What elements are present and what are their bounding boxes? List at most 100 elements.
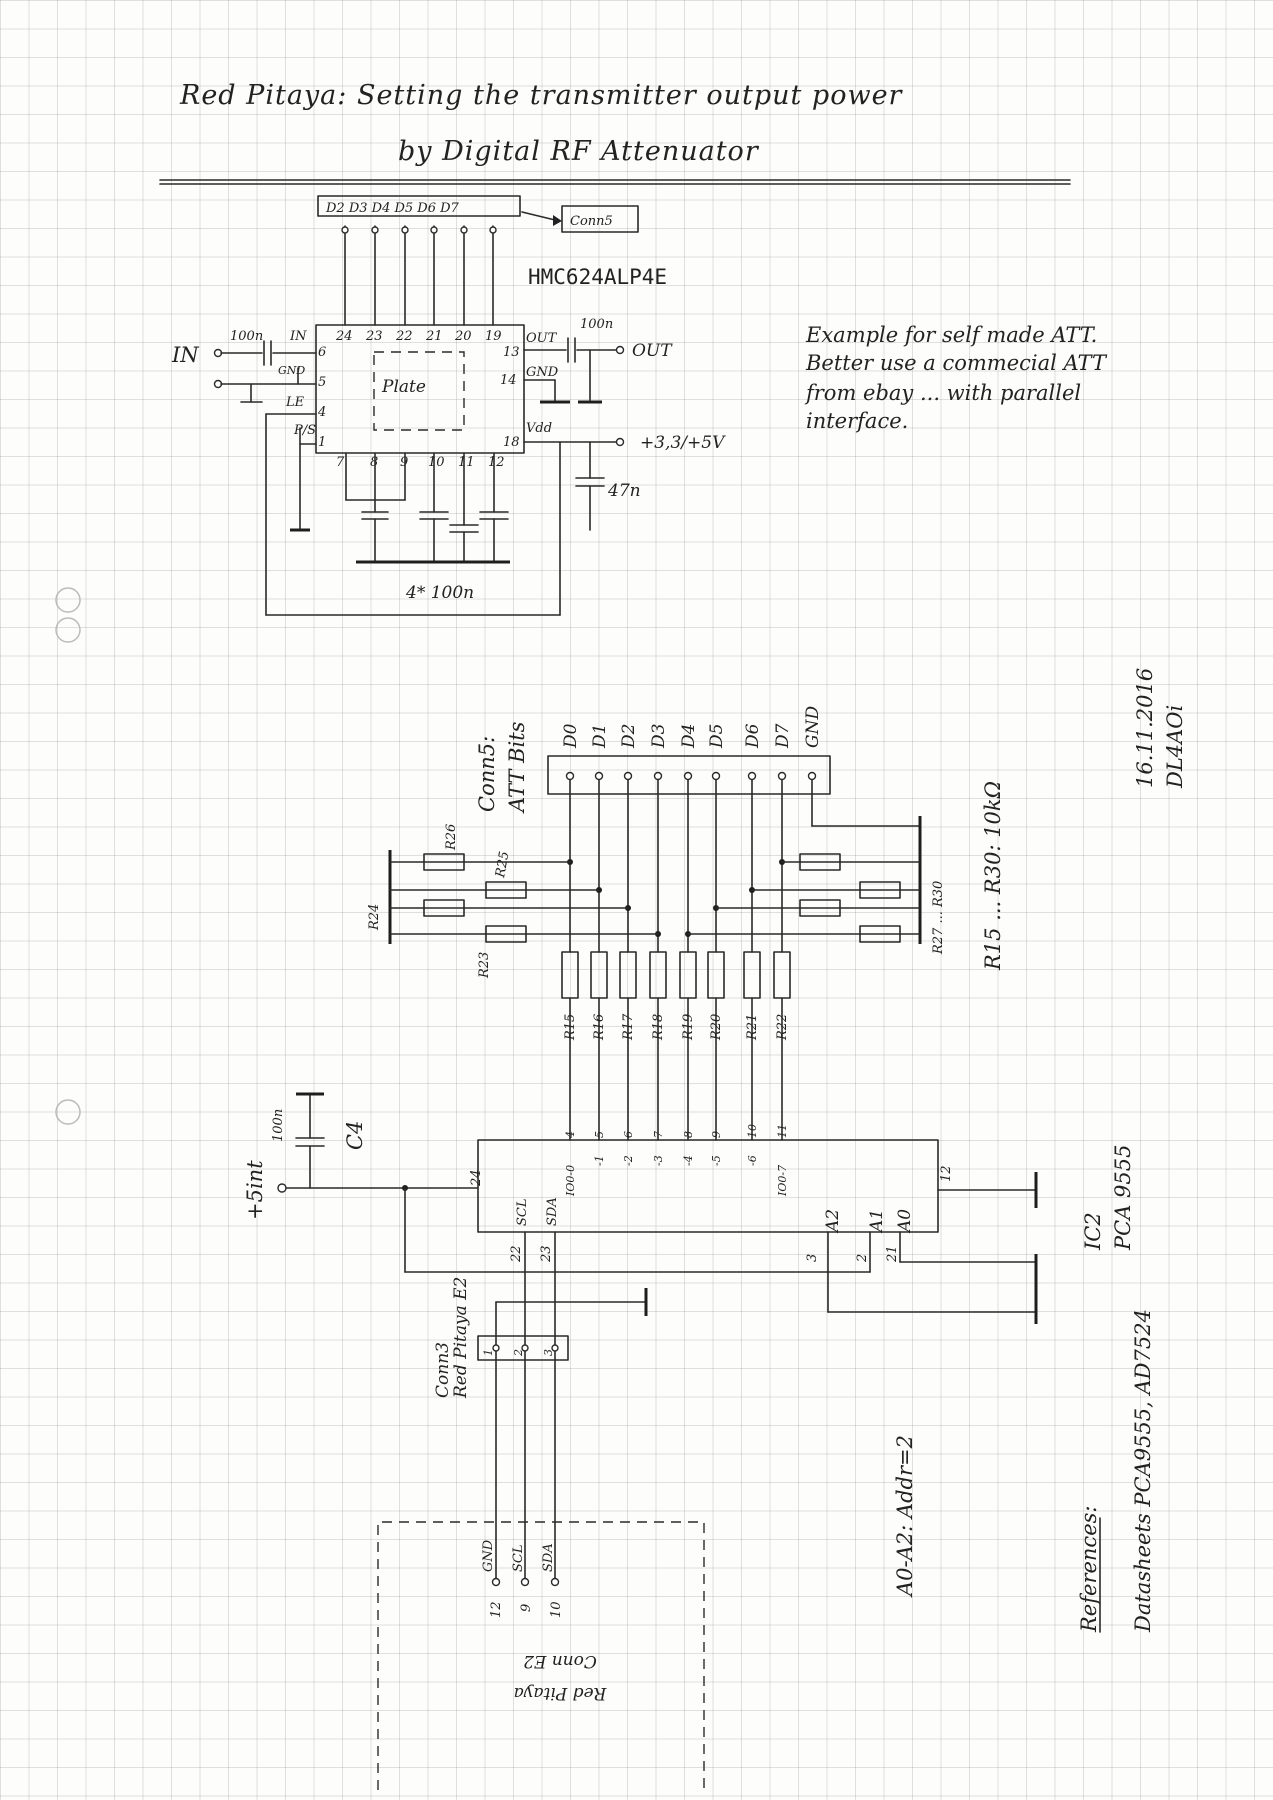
- ic2-io-label-6: -6: [746, 1155, 759, 1166]
- pin-num-23: 23: [365, 329, 383, 344]
- resistor-r17: [619, 951, 637, 999]
- ic2-pin-10: 10: [746, 1124, 759, 1138]
- ic2-pin2: 2: [855, 1254, 870, 1263]
- pin-gnd2-label: GND: [526, 365, 559, 380]
- resistor-r25: [485, 881, 527, 899]
- conn5-ref-box: [561, 205, 639, 233]
- attenuator-chip-name: HMC624ALP4E: [528, 265, 667, 289]
- ic2-io-label-3: -3: [652, 1155, 665, 1166]
- attenuator-in-label: IN: [171, 343, 199, 367]
- resistor-r19: [679, 951, 697, 999]
- pin-num-12: 12: [488, 455, 505, 470]
- r22-label: R22: [775, 1014, 790, 1041]
- caps-label: 4* 100n: [405, 583, 474, 603]
- pin-gnd-label: GND: [278, 364, 305, 377]
- note-line1: Example for self made ATT.: [805, 323, 1097, 347]
- conn5-pin-dot-d5: [711, 771, 721, 781]
- address-note: A0-A2: Addr=2: [893, 1435, 917, 1598]
- resistor-r21: [743, 951, 761, 999]
- ic2-sda: SDA: [545, 1197, 560, 1226]
- conn5-pin-dot-d2: [623, 771, 633, 781]
- ic2-io-label-4: -4: [682, 1155, 695, 1166]
- pin-num-1: 1: [318, 435, 326, 450]
- ic2-ref: IC2: [1081, 1212, 1105, 1251]
- conn3-section: Conn3 Red Pitaya E2 1 2 3: [433, 1277, 569, 1579]
- pin-num-8: 8: [370, 455, 378, 470]
- conn-e2-section: GND SCL SDA 12 9 10 Red Pitaya Conn E2: [377, 1521, 705, 1790]
- attenuator-pin-header: [317, 195, 521, 217]
- conn5-pin-d3: D3: [649, 724, 669, 749]
- bit-bus-lines: [567, 779, 785, 1141]
- resistor-r30: [859, 925, 901, 943]
- conn5-pin-dot-d6: [747, 771, 757, 781]
- attenuator-plate: [373, 351, 465, 431]
- pin-num-18: 18: [503, 435, 520, 450]
- pin-num-7: 7: [336, 455, 345, 470]
- e2-name1: Red Pitaya: [514, 1683, 608, 1703]
- r24-label: R24: [367, 904, 382, 931]
- resistor-r15: [561, 951, 579, 999]
- conn5-header: [547, 755, 831, 795]
- attenuator-section: D2 D3 D4 D5 D6 D7 Conn5 HMC624ALP4E Plat…: [171, 195, 726, 616]
- conn3-ref: Conn3: [433, 1342, 453, 1398]
- conn5-pin-gnd: GND: [803, 706, 823, 748]
- conn3-name: Red Pitaya E2: [451, 1277, 471, 1399]
- references-text: Datasheets PCA9555, AD7524: [1131, 1309, 1155, 1633]
- ic2-pin-4: 4: [564, 1131, 577, 1139]
- r26-label: R26: [444, 824, 459, 851]
- ic2-pin-8: 8: [682, 1131, 695, 1138]
- pin-le-label: LE: [285, 395, 305, 410]
- resistor-r23: [485, 925, 527, 943]
- r27-r30-label: R27 ... R30: [931, 881, 946, 955]
- title-line2: by Digital RF Attenuator: [398, 136, 760, 167]
- resistor-r20: [707, 951, 725, 999]
- out-label: OUT: [632, 341, 673, 361]
- pin-num-19: 19: [485, 329, 502, 344]
- ic2-scl: SCL: [515, 1199, 530, 1227]
- supply-label: +3,3/+5V: [640, 433, 726, 453]
- references-title: References:: [1077, 1506, 1101, 1633]
- conn5-pin-d7: D7: [773, 723, 793, 749]
- ic2-body: [477, 1139, 939, 1233]
- ic2-pin24: 24: [469, 1169, 484, 1187]
- attenuator-top-pins: D2 D3 D4 D5 D6 D7: [325, 201, 460, 216]
- conn5-pin-d5: D5: [707, 724, 727, 749]
- r15-label: R15: [563, 1014, 578, 1041]
- pin-num-14: 14: [500, 373, 517, 388]
- attenuator-chip-body: [315, 324, 525, 454]
- pin-out-label: OUT: [526, 331, 558, 346]
- ic2-pin-7: 7: [652, 1131, 665, 1138]
- ic2-pin12: 12: [939, 1165, 954, 1182]
- note-line4: interface.: [806, 409, 908, 433]
- pin-in-label: IN: [289, 329, 307, 344]
- ic2-part: PCA 9555: [1111, 1145, 1135, 1251]
- r16-label: R16: [592, 1014, 607, 1041]
- conn5-label1: Conn5:: [475, 736, 499, 812]
- power-label: +5int: [243, 1160, 267, 1220]
- conn3-header: [477, 1335, 569, 1361]
- plate-label: Plate: [381, 377, 426, 397]
- out-cap-value: 100n: [580, 317, 613, 332]
- conn5-ref-text: Conn5: [570, 214, 613, 229]
- ic2-a0: A0: [895, 1209, 915, 1234]
- pin-num-13: 13: [503, 345, 520, 360]
- conn3-pin2: 2: [512, 1349, 525, 1357]
- vdd-cap-value: 47n: [607, 481, 641, 501]
- conn5-pin-d1: D1: [590, 724, 610, 749]
- r25-label: R25: [493, 850, 513, 880]
- in-cap-value: 100n: [230, 329, 263, 344]
- pin-num-11: 11: [458, 455, 475, 470]
- ic2-io-label-5: -5: [710, 1155, 723, 1166]
- resistor-r24: [423, 899, 465, 917]
- conn3-pin3: 3: [542, 1349, 555, 1356]
- conn5-pin-d2: D2: [619, 724, 639, 749]
- conn5-pin-d0: D0: [561, 723, 581, 749]
- title-line1: Red Pitaya: Setting the transmitter outp…: [179, 80, 904, 111]
- resistor-r28: [859, 881, 901, 899]
